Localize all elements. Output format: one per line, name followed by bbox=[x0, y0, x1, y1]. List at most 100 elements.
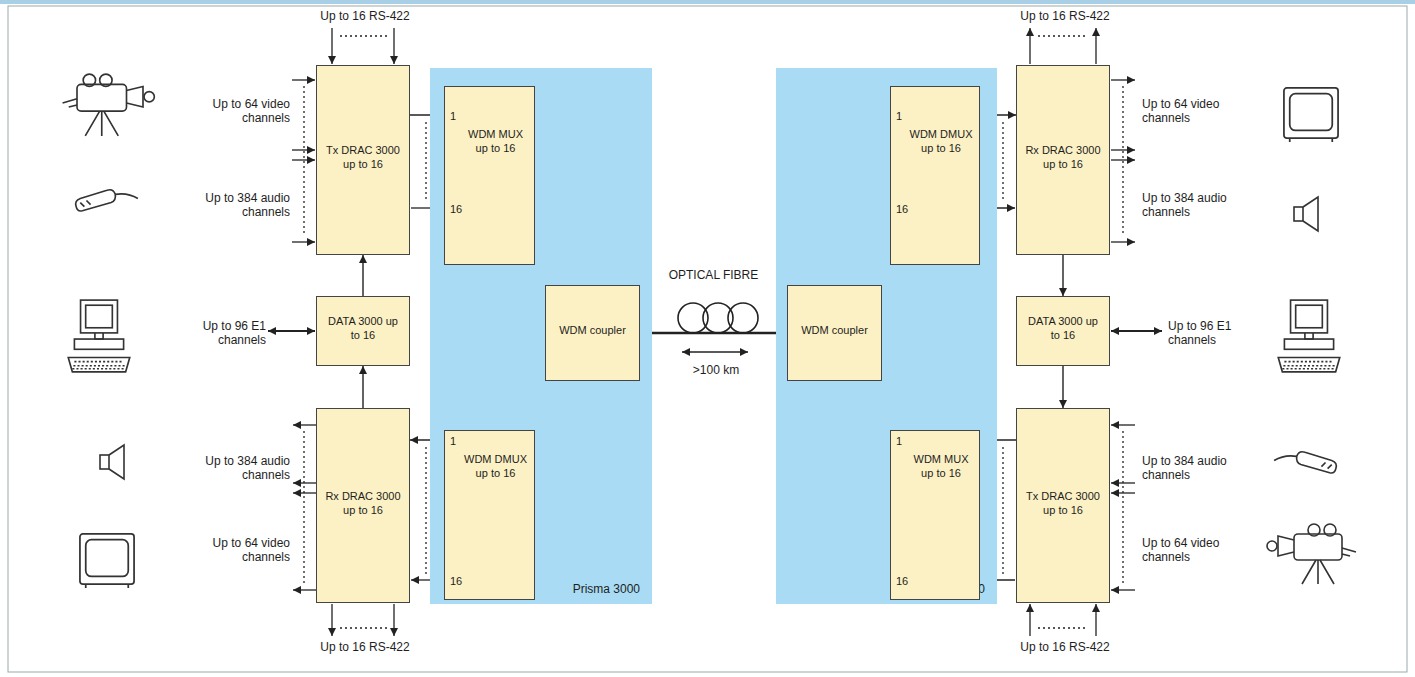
annotation-label: Up to 384 audio channels bbox=[186, 192, 292, 220]
signal-arrows bbox=[1111, 424, 1135, 425]
wdm-mux-box: 1WDM MUX up to 16 16 bbox=[444, 86, 535, 265]
port-number: 1 bbox=[896, 109, 902, 123]
signal-arrows bbox=[1111, 79, 1135, 80]
equipment-icons bbox=[68, 300, 130, 372]
signal-arrows bbox=[268, 28, 1162, 636]
signal-arrows bbox=[303, 431, 304, 584]
signal-arrows bbox=[340, 627, 388, 628]
signal-arrows bbox=[1122, 431, 1123, 584]
signal-arrows bbox=[1095, 604, 1096, 636]
equipment-box: Rx DRAC 3000 up to 16 bbox=[316, 408, 410, 603]
box-label: Rx DRAC 3000 up to 16 bbox=[1025, 144, 1101, 172]
box-label: Rx DRAC 3000 up to 16 bbox=[325, 490, 401, 518]
wdm-mux-box: 1WDM DMUX up to 16 16 bbox=[444, 430, 535, 600]
box-label: WDM coupler bbox=[796, 324, 873, 338]
signal-arrows bbox=[1111, 149, 1135, 150]
equipment-icons bbox=[1274, 452, 1336, 473]
box-label: WDM coupler bbox=[554, 324, 631, 338]
equipment-box: Rx DRAC 3000 up to 16 bbox=[1016, 65, 1110, 255]
equipment-icons bbox=[63, 74, 155, 136]
annotation-label: Up to 16 RS-422 bbox=[303, 10, 427, 24]
signal-arrows bbox=[303, 86, 304, 236]
box-label: DATA 3000 up to 16 bbox=[1025, 315, 1101, 343]
signal-arrows bbox=[393, 604, 394, 636]
signal-arrows bbox=[682, 351, 748, 352]
signal-connector bbox=[362, 366, 363, 408]
signal-arrows bbox=[293, 589, 316, 590]
annotation-label: Up to 384 audio channels bbox=[1140, 455, 1254, 483]
equipment-band: Prisma 30001WDM MUX up to 1616WDM couple… bbox=[430, 68, 652, 604]
port-number: 1 bbox=[450, 109, 456, 123]
signal-arrows bbox=[292, 241, 315, 242]
box-label: WDM MUX up to 16 bbox=[909, 453, 973, 481]
signal-arrows bbox=[292, 79, 315, 80]
signal-arrows bbox=[1002, 447, 1003, 574]
signal-arrows bbox=[1029, 28, 1030, 64]
equipment-box: DATA 3000 up to 16 bbox=[316, 296, 410, 366]
annotation-label: Up to 64 video channels bbox=[186, 98, 292, 126]
equipment-box: Tx DRAC 3000 up to 16 bbox=[1016, 408, 1110, 603]
annotation-label: Up to 16 RS-422 bbox=[303, 641, 427, 655]
signal-arrows bbox=[1111, 330, 1162, 332]
equipment-icons bbox=[63, 74, 1356, 588]
signal-arrows bbox=[1095, 28, 1096, 64]
annotation-label: Up to 96 E1 channels bbox=[160, 320, 268, 348]
edge-label: OPTICAL FIBRE bbox=[667, 269, 761, 283]
port-number: 1 bbox=[450, 434, 456, 448]
signal-arrows bbox=[425, 122, 426, 202]
signal-arrows bbox=[268, 330, 315, 332]
annotation-label: Up to 64 video channels bbox=[1140, 98, 1254, 126]
wdm-mux-box: 1WDM MUX up to 16 16 bbox=[890, 430, 980, 600]
port-number: 16 bbox=[896, 202, 908, 216]
annotation-label: Up to 384 audio channels bbox=[186, 455, 292, 483]
signal-arrows bbox=[393, 28, 394, 64]
signal-arrows bbox=[1029, 604, 1030, 636]
wdm-mux-box: 1WDM DMUX up to 1616 bbox=[890, 86, 980, 265]
signal-arrows bbox=[1038, 35, 1088, 36]
annotation-label: Up to 16 RS-422 bbox=[1003, 10, 1127, 24]
equipment-icons bbox=[1267, 524, 1356, 584]
equipment-icons bbox=[100, 445, 124, 479]
box-label: DATA 3000 up to 16 bbox=[325, 315, 401, 343]
signal-connector bbox=[1062, 366, 1063, 408]
signal-connector bbox=[1062, 255, 1063, 296]
signal-arrows bbox=[293, 424, 316, 425]
signal-arrows bbox=[1111, 159, 1135, 160]
equipment-icons bbox=[1278, 300, 1340, 372]
port-number: 16 bbox=[896, 574, 908, 588]
equipment-icons bbox=[1274, 452, 1336, 473]
signal-arrows bbox=[331, 28, 332, 64]
equipment-box: WDM coupler bbox=[545, 285, 640, 381]
annotation-label: Up to 64 video channels bbox=[1140, 537, 1254, 565]
annotation-label: Up to 64 video channels bbox=[186, 537, 292, 565]
equipment-icons bbox=[1284, 88, 1338, 142]
annotation-label: Up to 384 audio channels bbox=[1140, 192, 1254, 220]
box-label: Tx DRAC 3000 up to 16 bbox=[325, 144, 401, 172]
signal-arrows bbox=[331, 604, 332, 636]
equipment-box: Tx DRAC 3000 up to 16 bbox=[316, 65, 410, 255]
port-number: 16 bbox=[450, 202, 462, 216]
equipment-box: DATA 3000 up to 16 bbox=[1016, 296, 1110, 366]
box-label: WDM MUX up to 16 bbox=[463, 128, 528, 156]
signal-connector bbox=[362, 255, 363, 296]
signal-arrows bbox=[292, 149, 315, 150]
frame bbox=[8, 6, 1407, 672]
signal-arrows bbox=[1038, 627, 1088, 628]
port-number: 1 bbox=[896, 434, 902, 448]
signal-arrows bbox=[425, 447, 426, 574]
signal-arrows bbox=[1111, 589, 1135, 590]
annotation-label: Up to 16 RS-422 bbox=[1003, 641, 1127, 655]
box-label: Tx DRAC 3000 up to 16 bbox=[1025, 490, 1101, 518]
frame bbox=[0, 0, 1415, 4]
box-label: WDM DMUX up to 16 bbox=[463, 453, 528, 481]
equipment-icons bbox=[80, 534, 134, 588]
fibre-coil bbox=[728, 303, 758, 333]
band-title: Prisma 3000 bbox=[573, 582, 640, 596]
equipment-icons bbox=[76, 190, 138, 211]
equipment-band: Prisma 30001WDM DMUX up to 1616WDM coupl… bbox=[776, 68, 997, 604]
fibre-coil bbox=[678, 303, 758, 333]
port-number: 16 bbox=[450, 574, 462, 588]
equipment-box: WDM coupler bbox=[787, 285, 882, 381]
signal-arrows bbox=[1122, 86, 1123, 236]
